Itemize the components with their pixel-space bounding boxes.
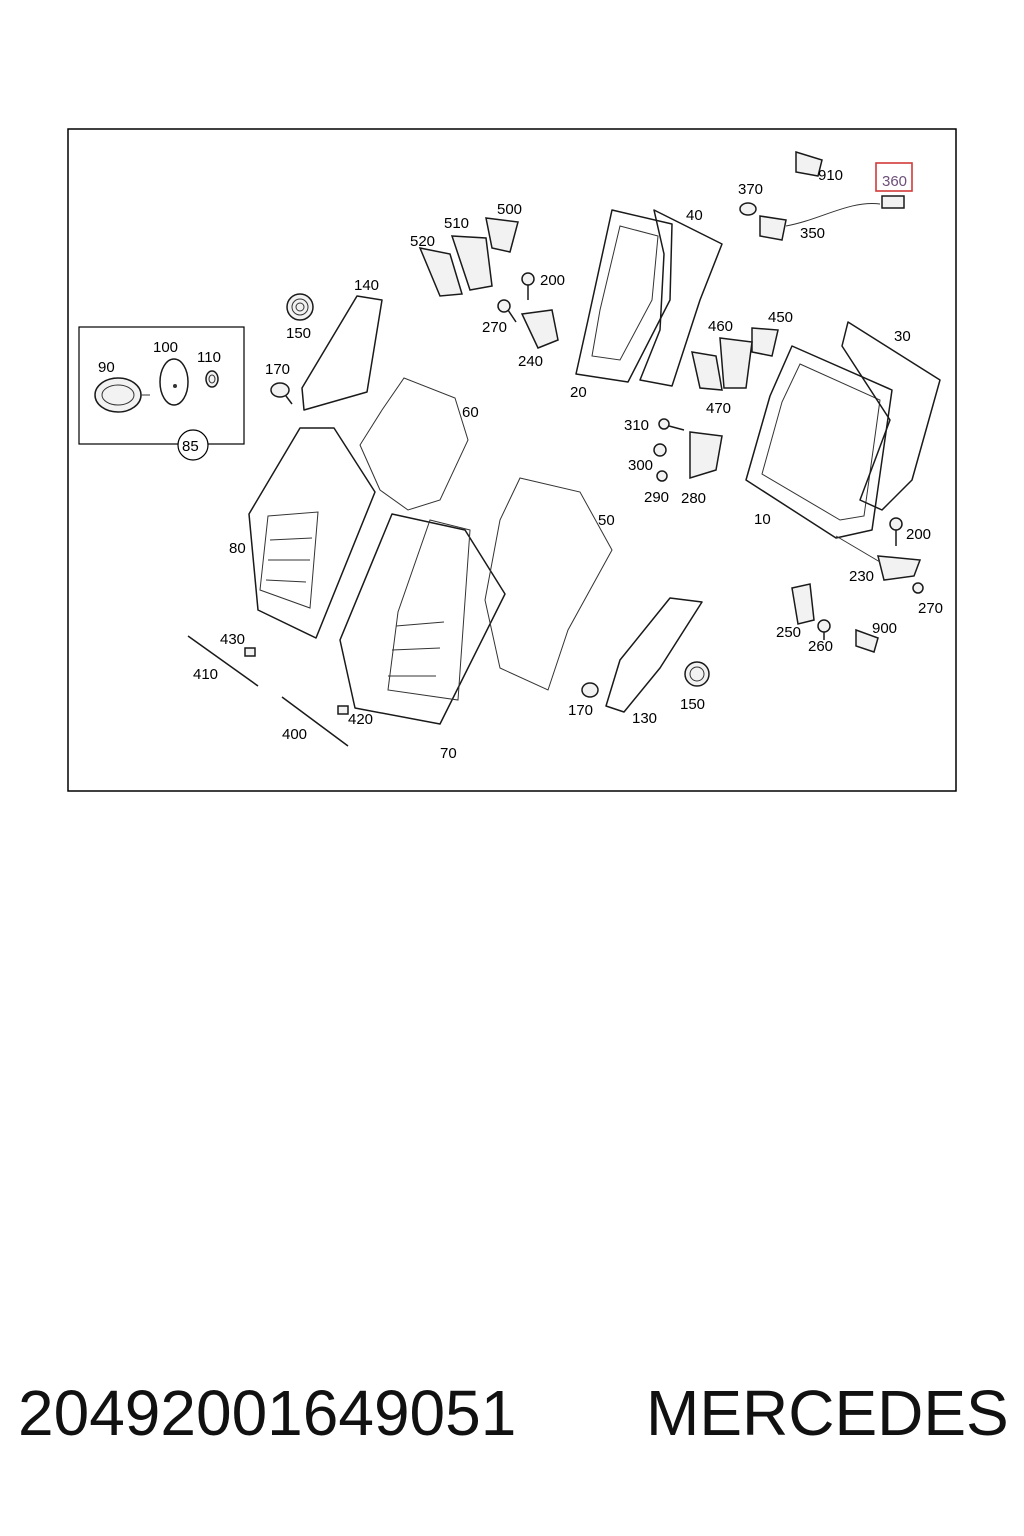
part-label: 110 [197, 349, 221, 366]
part-label: 80 [229, 540, 246, 557]
part-label: 170 [568, 702, 593, 719]
cushion-part-60 [359, 377, 469, 511]
part-label: 300 [628, 457, 653, 474]
bracket-part-510 [450, 235, 493, 291]
footer: 20492001649051 MERCEDES [0, 1376, 1024, 1466]
bolt-part-270 [497, 299, 517, 323]
part-label: 250 [776, 624, 801, 641]
part-label: 50 [598, 512, 615, 529]
part-label: 410 [193, 666, 218, 683]
cushion-part-50 [484, 477, 613, 691]
rear-panel-part [841, 321, 941, 511]
rod-part-410 [187, 635, 259, 687]
part-label: 420 [348, 711, 373, 728]
hinge-part-230 [877, 555, 922, 581]
cover-disk-part [159, 358, 189, 406]
inset-box-85 [78, 326, 245, 445]
part-label: 370 [738, 181, 763, 198]
part-number: 20492001649051 [18, 1377, 517, 1449]
part-label: 100 [153, 339, 178, 356]
part-label: 90 [98, 359, 115, 376]
seat-cover-part [339, 513, 506, 725]
leader-10-to-230 [835, 535, 881, 563]
washer-part-300 [653, 443, 667, 457]
rod-part-400 [281, 696, 349, 747]
part-label: 150 [286, 325, 311, 342]
part-label: 60 [462, 404, 479, 421]
connector-part-360 [881, 195, 905, 209]
part-label: 290 [644, 489, 669, 506]
hinge-part-240 [520, 309, 559, 349]
part-label-highlighted: 360 [882, 173, 907, 190]
bolt-part-270-right [912, 582, 924, 594]
side-panel-part [301, 295, 383, 411]
backrest-panel-part [639, 209, 723, 387]
part-label: 240 [518, 353, 543, 370]
seat-frame-part [745, 345, 893, 539]
bolt-part-310 [658, 418, 685, 431]
part-label: 85 [182, 438, 199, 455]
part-label: 260 [808, 638, 833, 655]
nut-part-290 [656, 470, 668, 482]
screw-part-200 [521, 272, 535, 300]
part-label: 510 [444, 215, 469, 232]
pad-part-520 [418, 246, 463, 297]
part-label: 20 [570, 384, 587, 401]
connector-part-910 [795, 150, 823, 177]
screw-part-260 [817, 619, 831, 640]
wiring-part-350 [759, 202, 881, 241]
cover-part-500 [485, 217, 519, 253]
part-label: 460 [708, 318, 733, 335]
part-label: 230 [849, 568, 874, 585]
part-label: 450 [768, 309, 793, 326]
trim-panel-part [605, 597, 703, 713]
part-label: 430 [220, 631, 245, 648]
screw-part-200-right [889, 517, 903, 546]
hinge-part-280 [689, 431, 723, 480]
part-label: 30 [894, 328, 911, 345]
part-label: 900 [872, 620, 897, 637]
clip-part-420 [337, 705, 349, 715]
cover-part-450 [751, 327, 779, 357]
part-label: 70 [440, 745, 457, 762]
pad-part-470 [691, 351, 723, 391]
callout-circle-85 [177, 429, 209, 461]
part-label: 150 [680, 696, 705, 713]
part-label: 130 [632, 710, 657, 727]
part-label: 40 [686, 207, 703, 224]
part-label: 270 [918, 600, 943, 617]
brand-name: MERCEDES [646, 1377, 1009, 1449]
clip-part [270, 382, 293, 405]
clip-part-430 [244, 647, 256, 657]
speaker-grille-part [286, 293, 314, 321]
part-label: 910 [818, 167, 843, 184]
latch-part-250 [791, 583, 815, 625]
connector-part-900 [855, 628, 879, 653]
part-label: 350 [800, 225, 825, 242]
diagram-frame [67, 128, 957, 792]
part-label: 310 [624, 417, 649, 434]
nut-part [205, 370, 219, 388]
part-label: 170 [265, 361, 290, 378]
part-label: 520 [410, 233, 435, 250]
bracket-part-460 [719, 337, 753, 389]
part-label: 200 [906, 526, 931, 543]
part-label: 10 [754, 511, 771, 528]
part-label: 400 [282, 726, 307, 743]
highlight-box-360 [875, 162, 913, 192]
part-label: 140 [354, 277, 379, 294]
clip-part-lower [581, 682, 599, 698]
seat-back-cover-part [248, 427, 376, 639]
part-label: 500 [497, 201, 522, 218]
emblem-part [94, 377, 150, 413]
speaker-grille-part-lower [684, 661, 710, 687]
backrest-frame-part [575, 209, 673, 383]
part-label: 200 [540, 272, 565, 289]
clip-part-370 [739, 202, 757, 216]
part-label: 280 [681, 490, 706, 507]
part-label: 270 [482, 319, 507, 336]
part-label: 470 [706, 400, 731, 417]
